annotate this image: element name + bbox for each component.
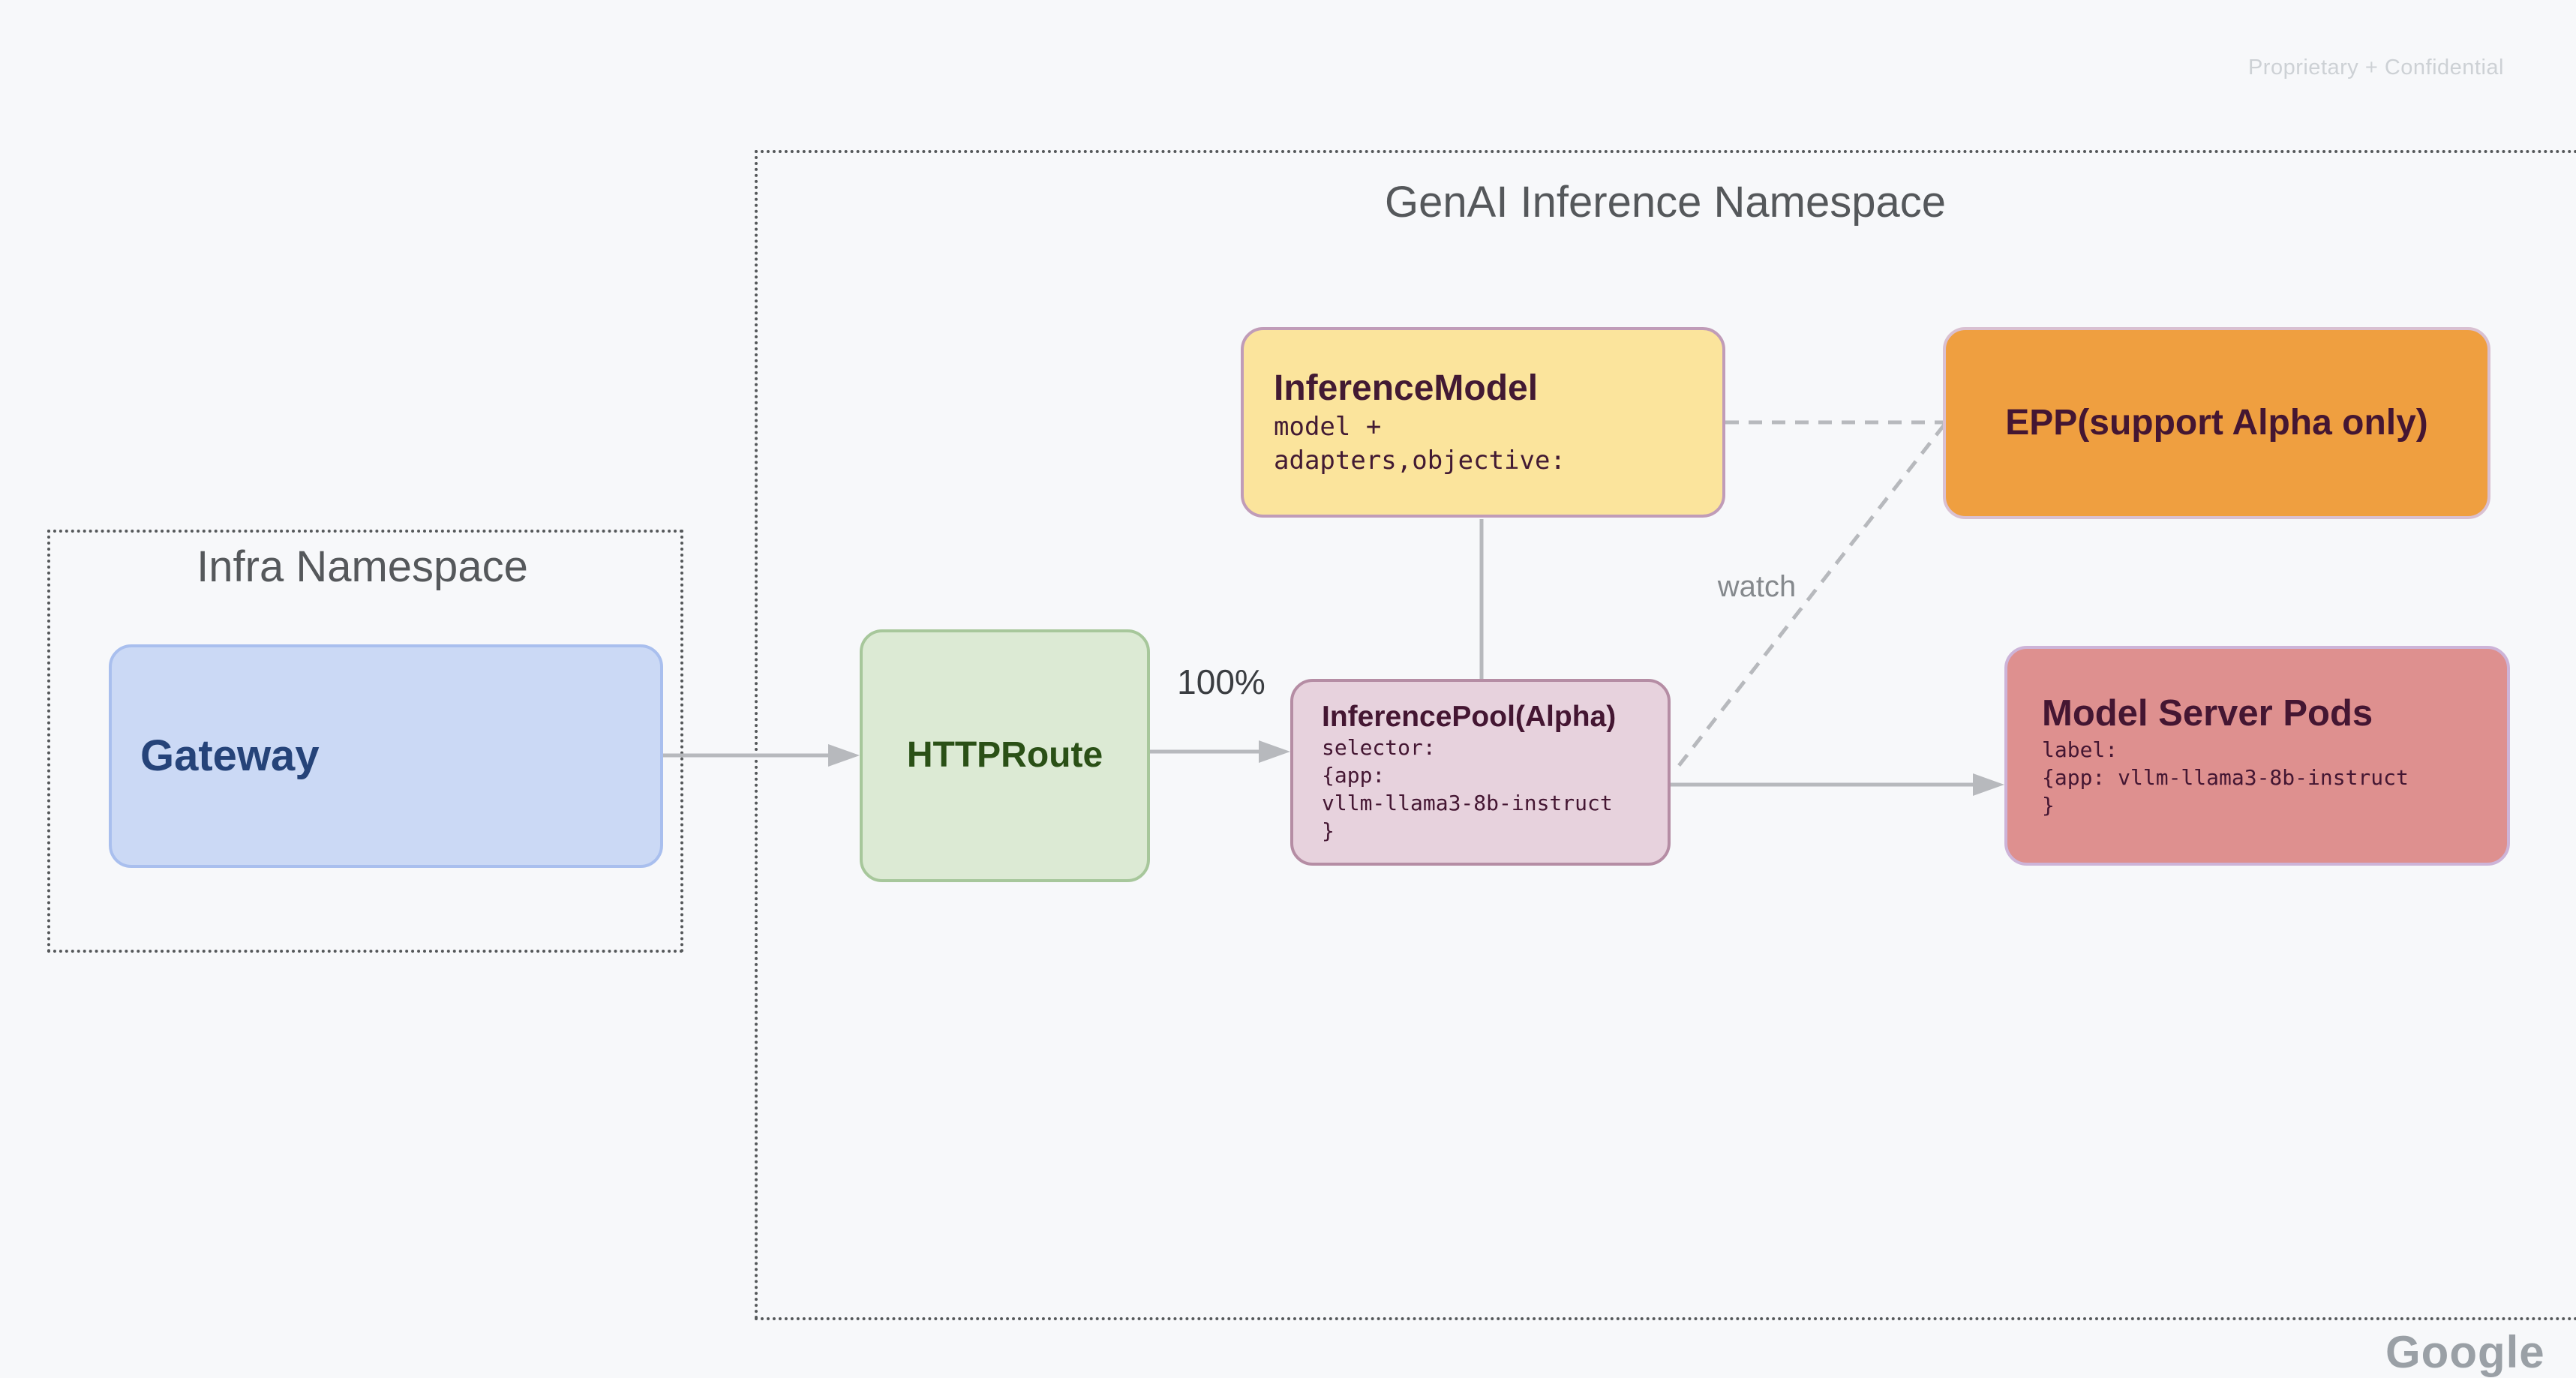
inference-pool-spec-line: vllm-llama3-8b-instruct	[1322, 791, 1613, 816]
node-gateway: Gateway	[109, 644, 663, 868]
node-inference-pool: InferencePool(Alpha) selector: {app: vll…	[1290, 679, 1671, 866]
node-epp: EPP(support Alpha only)	[1943, 327, 2490, 519]
genai-namespace-boundary	[755, 150, 2576, 1320]
inference-pool-spec-line: {app:	[1322, 763, 1386, 788]
node-model-server-pods: Model Server Pods label: {app: vllm-llam…	[2004, 646, 2510, 866]
inference-model-spec-line: model +	[1274, 412, 1382, 443]
node-httproute: HTTPRoute	[860, 629, 1150, 882]
google-logo: Google	[2385, 1327, 2545, 1377]
inference-pool-spec-line: selector:	[1322, 735, 1436, 761]
model-server-pods-spec-line: label:	[2042, 737, 2118, 762]
httproute-title: HTTPRoute	[906, 735, 1103, 776]
inference-pool-title: InferencePool(Alpha)	[1322, 700, 1617, 733]
confidential-watermark: Proprietary + Confidential	[2247, 56, 2504, 80]
edge-watch-label: watch	[1717, 570, 1797, 603]
edge-weight-label: 100%	[1177, 662, 1265, 701]
node-inference-model: InferenceModel model + adapters,objectiv…	[1241, 327, 1725, 518]
gateway-title: Gateway	[140, 731, 320, 780]
inference-pool-spec-line: }	[1322, 818, 1335, 844]
infra-namespace-title: Infra Namespace	[197, 542, 528, 591]
model-server-pods-spec-line: }	[2042, 792, 2055, 818]
epp-title: EPP(support Alpha only)	[2005, 402, 2428, 443]
inference-model-title: InferenceModel	[1274, 368, 1539, 408]
inference-model-spec-line: adapters,objective:	[1274, 446, 1566, 476]
model-server-pods-title: Model Server Pods	[2042, 693, 2373, 734]
model-server-pods-spec-line: {app: vllm-llama3-8b-instruct	[2042, 764, 2409, 790]
genai-namespace-title: GenAI Inference Namespace	[1385, 178, 1946, 227]
infra-namespace-boundary	[47, 530, 683, 953]
